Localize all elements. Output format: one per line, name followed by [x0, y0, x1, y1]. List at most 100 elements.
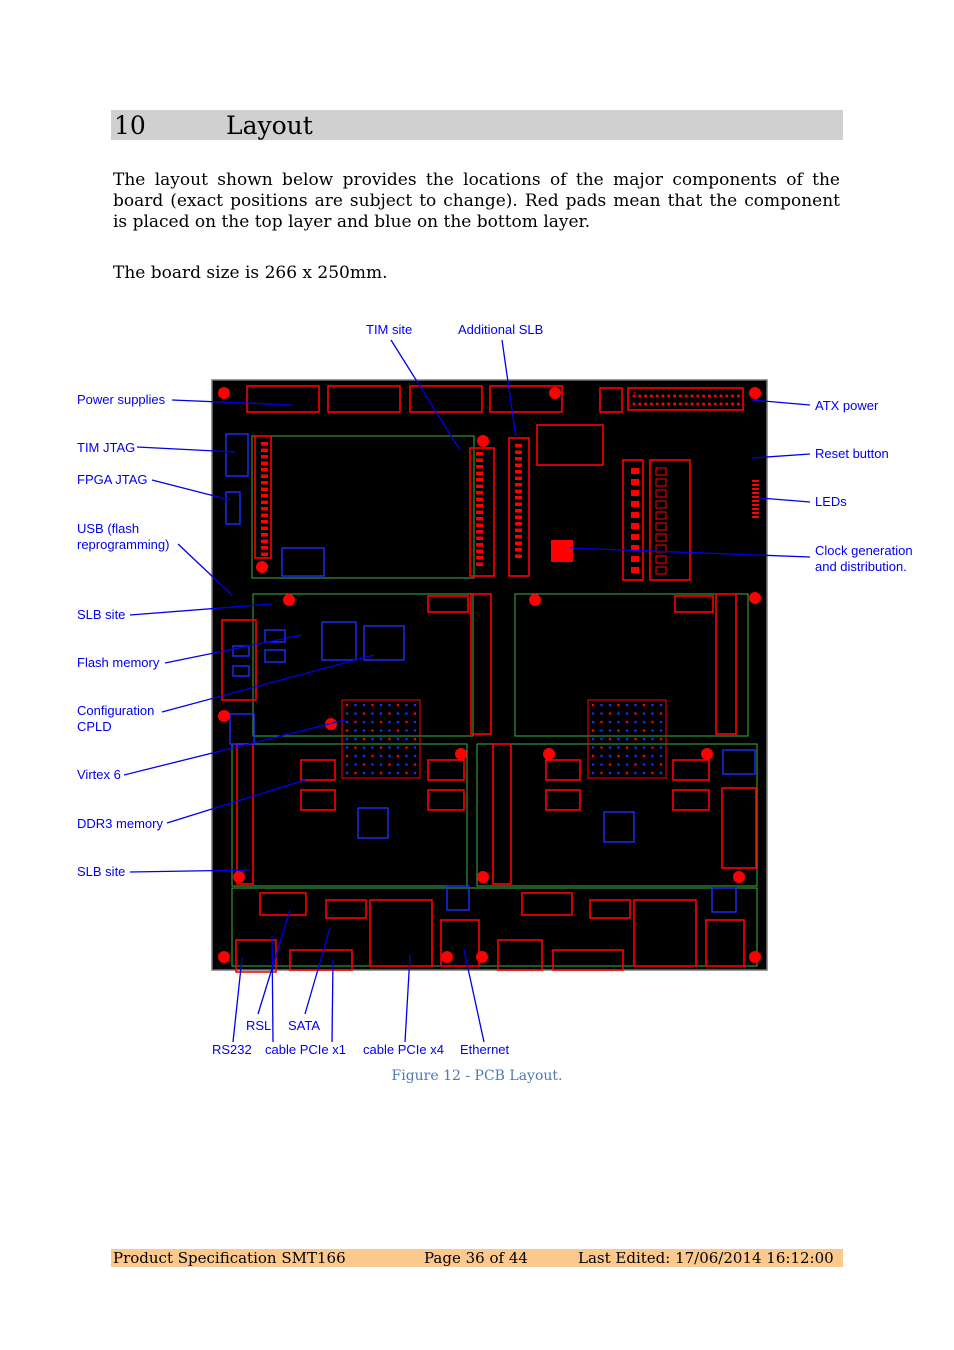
bga-ball	[362, 763, 366, 766]
connector-pad	[515, 541, 522, 545]
bga-ball	[379, 763, 383, 766]
bottom-component	[363, 625, 405, 661]
bga-ball	[591, 729, 595, 732]
bga-ball	[371, 737, 374, 741]
label-additional-slb: Additional SLB	[458, 322, 543, 337]
bga-ball	[362, 754, 366, 758]
mounting-hole	[218, 951, 230, 963]
bga-ball	[625, 746, 629, 749]
bga-ball	[659, 746, 663, 749]
bga-ball	[634, 703, 637, 707]
pad	[655, 522, 667, 531]
connector-pad	[476, 465, 483, 469]
pad	[631, 501, 639, 507]
pad	[631, 479, 639, 485]
mounting-hole	[476, 951, 488, 963]
connector-pad	[476, 497, 483, 501]
bottom-component	[711, 887, 737, 913]
bga-ball	[659, 720, 663, 724]
bga-ball	[396, 737, 400, 741]
connector-pad	[476, 478, 483, 482]
bga-ball	[413, 754, 417, 758]
bga-ball	[651, 746, 654, 749]
figure-caption: Figure 12 - PCB Layout.	[391, 1068, 563, 1084]
atx-pin	[707, 394, 711, 398]
bga-ball	[600, 763, 603, 766]
connector-pad	[261, 552, 268, 556]
connector-pad	[515, 476, 522, 480]
bottom-component	[229, 713, 255, 745]
connector	[715, 593, 737, 735]
bga-ball	[413, 771, 417, 775]
atx-pin	[713, 394, 717, 398]
bga-ball	[608, 746, 612, 749]
pad	[631, 468, 639, 474]
connector-pad	[515, 528, 522, 532]
label-power-supplies: Power supplies	[77, 392, 166, 407]
atx-pin	[632, 394, 636, 398]
atx-pin	[731, 402, 735, 406]
pad	[634, 392, 635, 393]
pad	[631, 512, 639, 518]
bga-ball	[354, 703, 357, 707]
bga-ball	[388, 746, 391, 749]
bga-ball	[345, 763, 349, 766]
connector-pad	[515, 502, 522, 506]
module-outline	[476, 743, 758, 887]
connector-pad	[476, 562, 483, 566]
bga-ball	[388, 720, 391, 724]
mounting-hole	[218, 387, 230, 399]
bga-ball	[405, 754, 408, 758]
atx-pin	[713, 402, 717, 406]
connector	[674, 595, 714, 613]
bga-ball	[405, 763, 408, 766]
pad	[655, 511, 667, 520]
bga-ball	[634, 737, 637, 741]
atx-pin	[696, 402, 700, 406]
mounting-hole	[701, 748, 713, 760]
connector	[427, 759, 465, 781]
atx-pin	[690, 394, 694, 398]
label-ddr3-memory: DDR3 memory	[77, 816, 163, 831]
pcb-board	[211, 379, 768, 971]
led-pad	[752, 500, 759, 502]
bga-ball	[354, 729, 357, 732]
label-sata: SATA	[288, 1018, 320, 1033]
bga-ball	[625, 729, 629, 732]
bga-ball	[371, 754, 374, 758]
bga-ball	[642, 771, 646, 775]
connector-pad	[261, 474, 268, 478]
connector-pad	[476, 491, 483, 495]
bga-ball	[634, 771, 637, 775]
board-size-paragraph: The board size is 266 x 250mm.	[113, 263, 388, 283]
bga-ball	[405, 746, 408, 749]
bga-ball	[642, 720, 646, 724]
atx-pin	[725, 402, 729, 406]
bga-ball	[354, 771, 357, 775]
atx-pin	[678, 402, 682, 406]
connector-pad	[476, 536, 483, 540]
connector	[254, 435, 272, 559]
connector	[300, 789, 336, 811]
connector	[259, 892, 307, 916]
connector	[633, 899, 697, 967]
label-config-line2: CPLD	[77, 719, 112, 734]
bga-ball	[345, 771, 349, 775]
mounting-hole	[233, 871, 245, 883]
bga-ball	[371, 763, 374, 766]
bga-ball	[379, 771, 383, 775]
connector	[427, 789, 465, 811]
connector-pad	[476, 510, 483, 514]
mounting-hole	[549, 387, 561, 399]
pad	[655, 467, 667, 476]
bga-ball	[608, 729, 612, 732]
bga-ball	[608, 703, 612, 707]
bga-ball	[634, 720, 637, 724]
connector-pad	[515, 483, 522, 487]
bga-ball	[388, 703, 391, 707]
bga-ball	[345, 720, 349, 724]
bga-ball	[600, 720, 603, 724]
connector	[649, 459, 691, 581]
connector-pad	[476, 458, 483, 462]
bga-ball	[345, 712, 349, 715]
